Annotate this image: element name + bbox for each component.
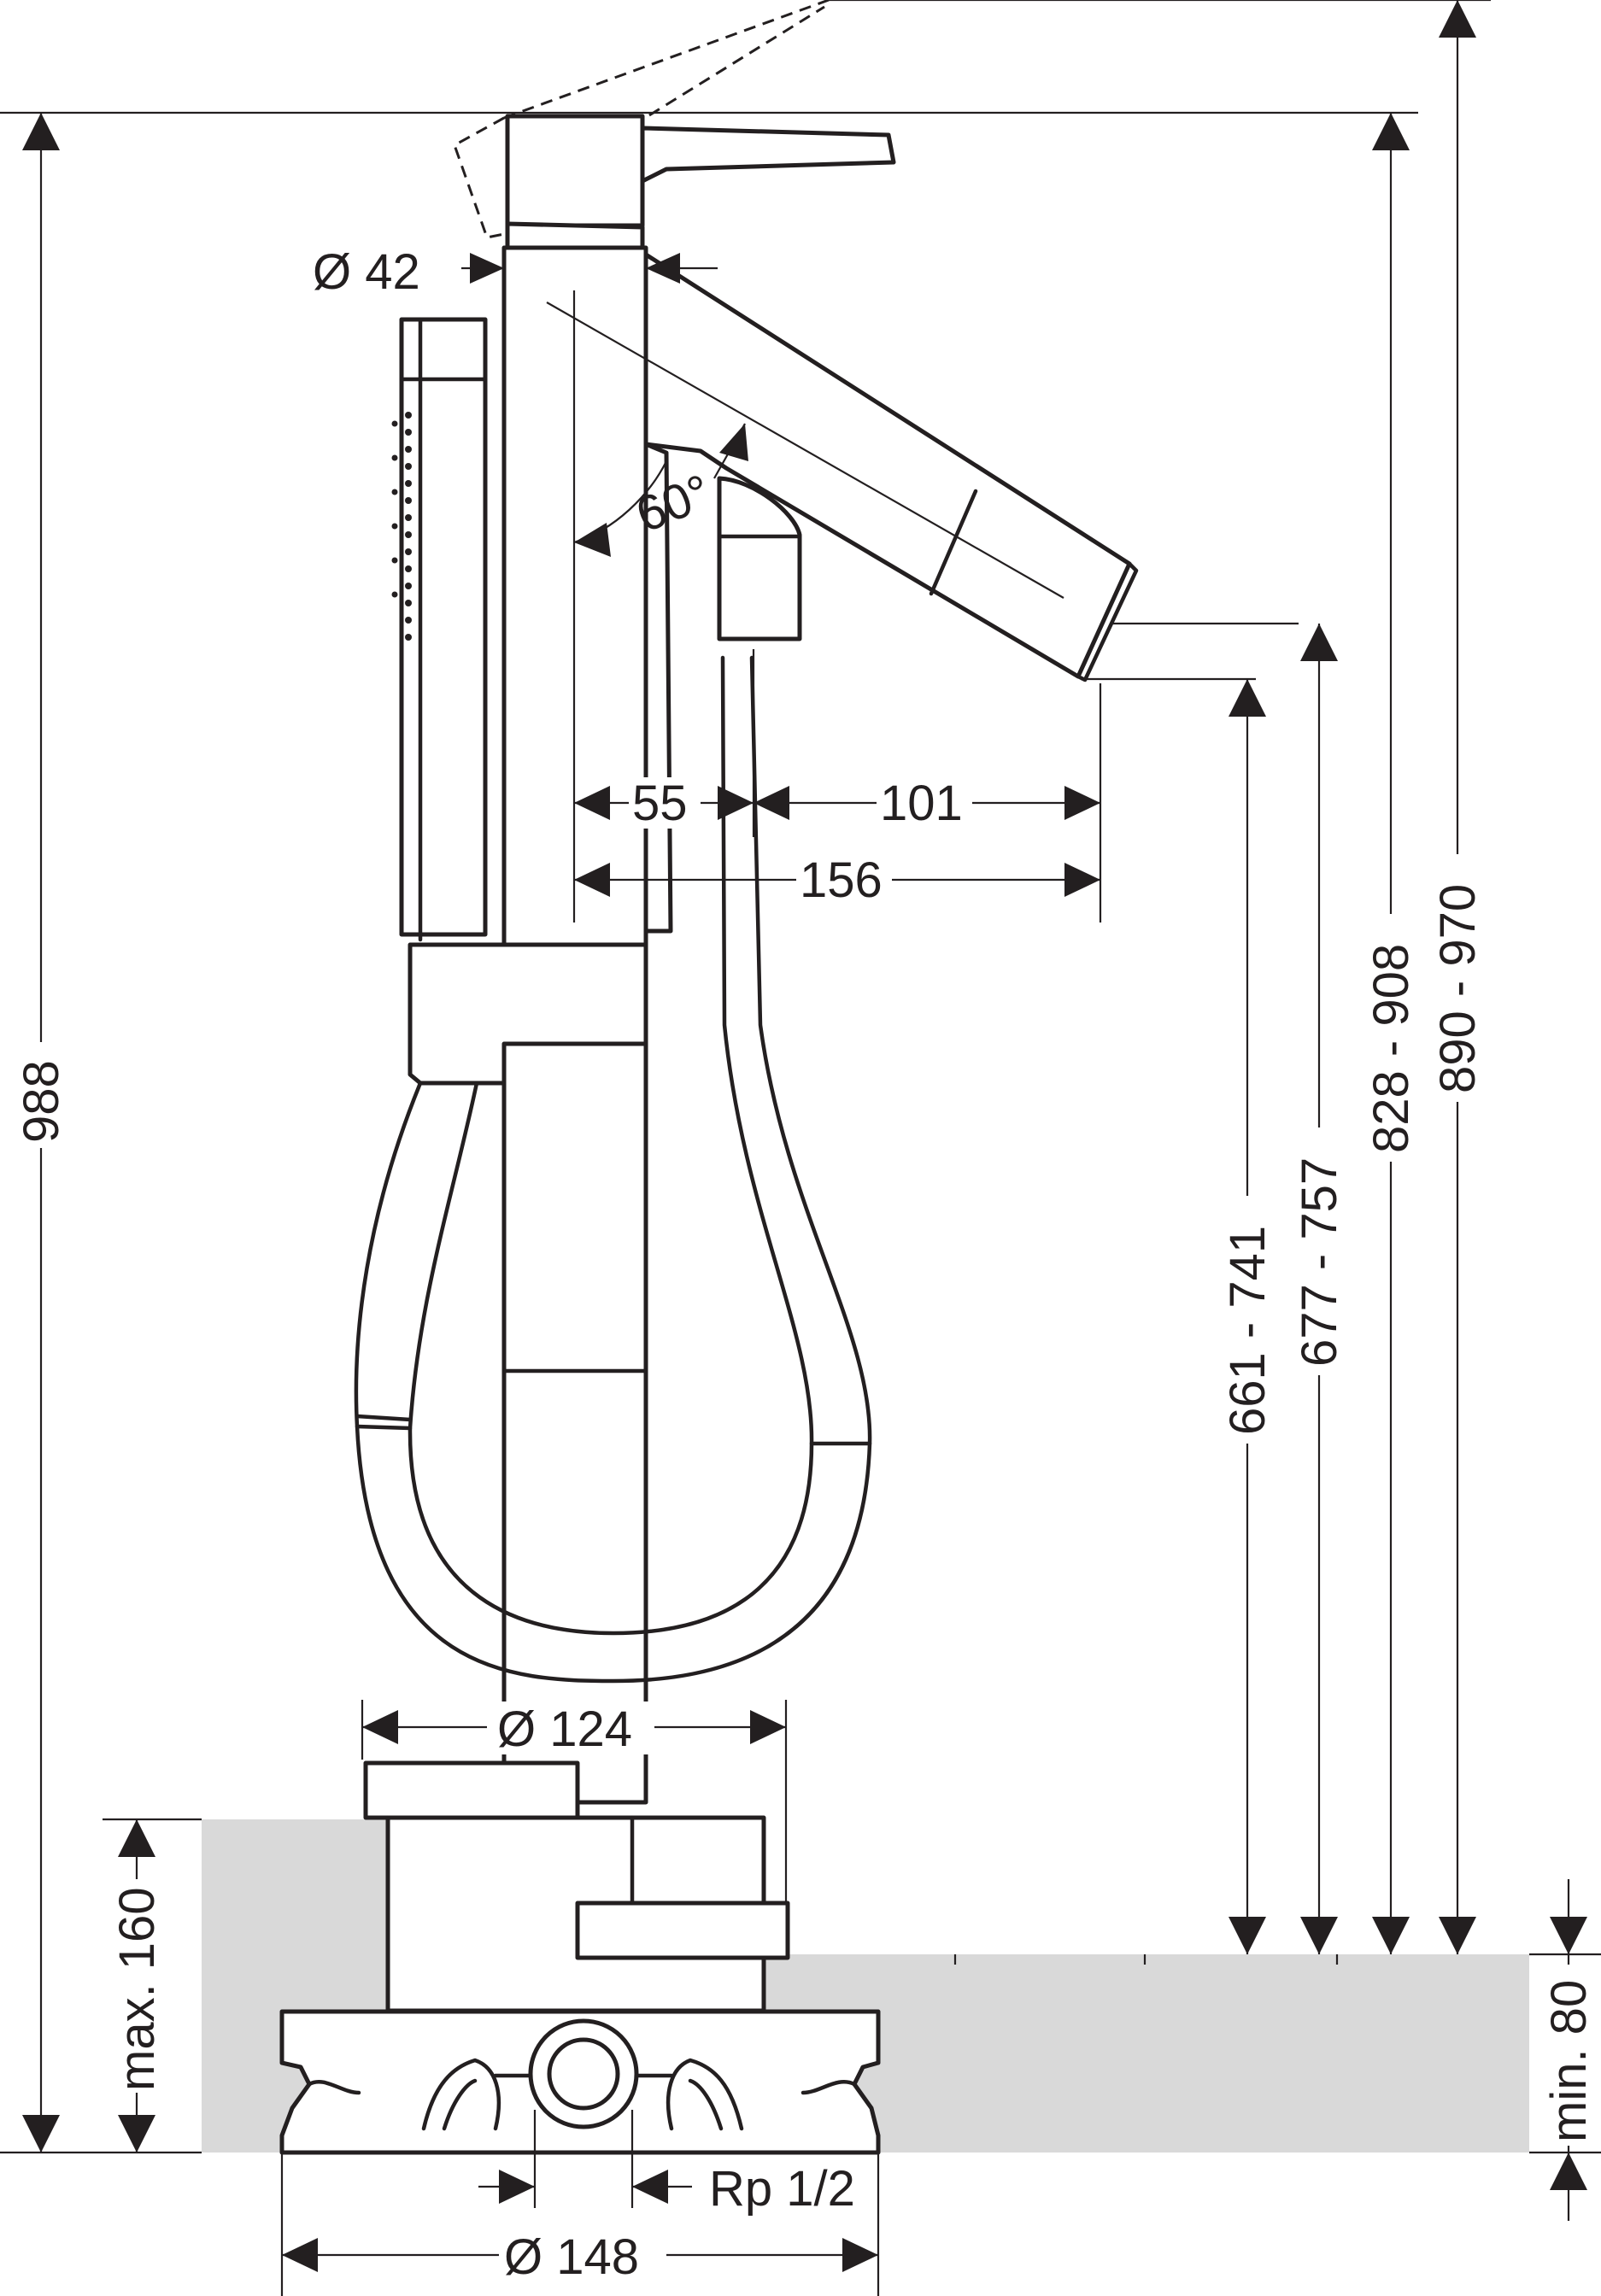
label-hose-diameter: Ø 124 — [497, 1702, 632, 1757]
hose-outer — [354, 655, 872, 1684]
label-height-range-3: 828 - 908 — [1363, 944, 1419, 1153]
label-connection: Rp 1/2 — [709, 2161, 855, 2217]
label-spout-diameter: Ø 42 — [313, 244, 420, 300]
hose-inner — [408, 655, 814, 1636]
hand-shower — [399, 317, 488, 937]
floor-plate — [575, 1901, 790, 1960]
handle-alt-position — [453, 0, 830, 239]
label-horizontal-101: 101 — [880, 776, 963, 831]
base-cover — [363, 1760, 580, 1820]
label-overall-height: 988 — [14, 1060, 69, 1143]
label-floor-min: min. 80 — [1541, 1980, 1597, 2142]
label-height-range-4: 890 - 970 — [1430, 884, 1486, 1093]
shower-holder — [408, 942, 648, 1086]
label-projection-156: 156 — [800, 852, 883, 908]
label-height-max: max. 160 — [109, 1887, 165, 2091]
handle-lever — [640, 126, 896, 184]
connection-port-inner — [547, 2037, 620, 2111]
tub-surface-right — [760, 1954, 1529, 2152]
hose-connector — [717, 476, 802, 641]
label-height-range-1: 661 - 741 — [1220, 1226, 1276, 1435]
label-height-range-2: 677 - 757 — [1292, 1157, 1347, 1367]
label-horizontal-55: 55 — [632, 776, 688, 831]
shower-nozzles — [391, 412, 412, 641]
handle-cap — [505, 114, 645, 228]
faucet — [279, 0, 1139, 2155]
label-base-diameter: Ø 148 — [504, 2229, 639, 2285]
dimension-labels: Ø 42 60° 55 101 156 Ø 124 Ø 148 Rp 1/2 9… — [14, 244, 1597, 2285]
